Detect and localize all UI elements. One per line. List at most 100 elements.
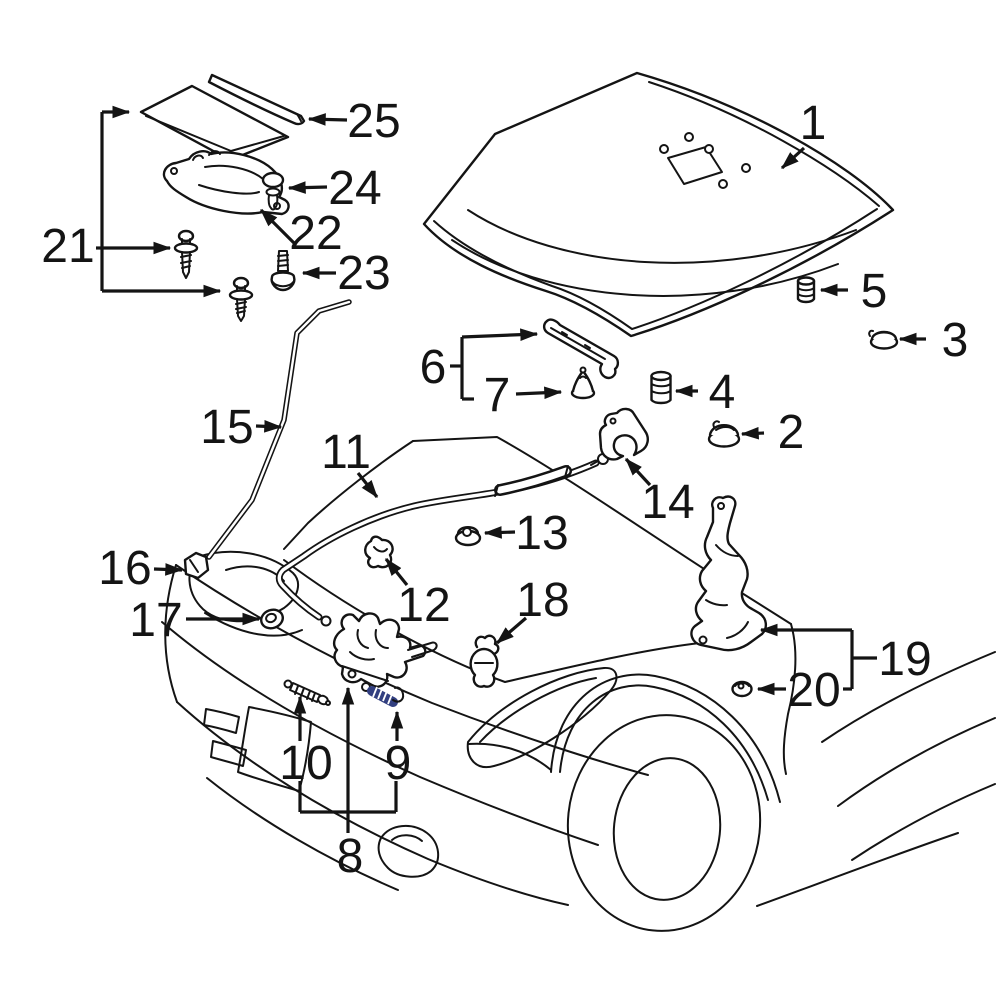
windshield-a-pillar-line — [412, 436, 792, 625]
callout-15-arrow — [255, 420, 283, 433]
rod-clamp-16 — [183, 551, 210, 580]
callout-1-number: 1 — [800, 97, 827, 150]
callout-18-clip: 18 — [495, 574, 570, 645]
retainer-screw-a — [173, 229, 199, 279]
callout-16-number: 16 — [98, 542, 151, 595]
callout-12-number: 12 — [397, 579, 450, 632]
wheel-arch-lip — [559, 684, 769, 801]
callout-13-arrow — [483, 526, 516, 539]
bumper-vent-slot-2 — [210, 740, 247, 767]
callout-15-number: 15 — [200, 401, 253, 454]
callout-12-cable-clip: 12 — [384, 557, 451, 632]
hinge-grommet-20 — [731, 680, 753, 698]
hood-bolt-hole-4 — [718, 179, 728, 189]
hood-bolt-hole-1 — [659, 144, 669, 154]
callout-15-support-rod: 15 — [200, 401, 283, 454]
callout-18-arrow — [495, 616, 528, 645]
callout-10-lock-screw: 10 — [279, 695, 333, 790]
lock-spring-9 — [361, 682, 405, 707]
callout-13-number: 13 — [515, 507, 568, 560]
wheel-arch-outer — [550, 673, 781, 803]
callout-6-arrow — [461, 328, 539, 341]
release-cable — [275, 453, 609, 627]
callout-6-front-molding: 6 — [420, 328, 539, 401]
hood-rear-edge-inner-line — [648, 81, 880, 207]
hood-opening-edge — [283, 559, 701, 683]
callout-3-number: 3 — [942, 314, 969, 367]
hood-vent-opening — [667, 146, 723, 185]
fog-lamp-inner-line — [391, 834, 423, 842]
callout-5-cushion: 5 — [819, 265, 887, 318]
callout-25-number: 25 — [347, 95, 400, 148]
side-body-line-3 — [851, 783, 996, 861]
left-fender-swoosh — [204, 612, 303, 637]
callout-17-number: 17 — [129, 594, 182, 647]
callout-8-hood-lock: 8 — [298, 686, 398, 883]
left-headlight — [188, 550, 300, 623]
cushion-4 — [650, 370, 672, 405]
front-molding-6 — [542, 318, 620, 380]
callout-21-number: 21 — [41, 220, 94, 273]
molding-clip-7 — [570, 366, 596, 400]
left-headlight-inner-line — [225, 565, 285, 582]
front-tire — [566, 714, 762, 932]
cable-hook-14 — [598, 407, 649, 461]
callout-20-number: 20 — [787, 664, 840, 717]
cable-end-ring — [320, 615, 332, 627]
callout-21-insulator-retainers: 21 — [41, 105, 222, 298]
callout-2-grommet: 2 — [740, 406, 804, 459]
clip-18 — [469, 634, 500, 688]
bumper-mid-line — [161, 621, 599, 846]
callout-13-cable-clip: 13 — [483, 507, 569, 560]
callout-24-number: 24 — [328, 162, 381, 215]
clip-24 — [261, 171, 285, 211]
rod-grommet-17 — [260, 608, 284, 630]
side-body-line-1 — [821, 651, 996, 743]
callout-22-number: 22 — [289, 207, 342, 260]
hood-panel — [422, 71, 895, 338]
hood-seal-strip — [207, 73, 306, 126]
hood-front-band-line — [433, 208, 878, 330]
hood-bolt-hole-2 — [684, 132, 694, 142]
callout-24-clip: 24 — [287, 162, 382, 215]
callout-10-number: 10 — [279, 737, 332, 790]
callout-14-arrow — [624, 457, 652, 487]
callout-17-rod-grommet: 17 — [129, 594, 261, 647]
callout-16-arrow — [153, 563, 184, 576]
callout-2-arrow — [740, 426, 765, 440]
front-wheel-rim — [612, 757, 722, 901]
door-edge-line — [782, 623, 797, 775]
callout-7-molding-clip: 7 — [484, 369, 563, 422]
right-headlight-inner-line — [479, 677, 597, 743]
bolt-23 — [270, 250, 296, 292]
cushion-5 — [796, 276, 816, 304]
windshield-left-edge — [283, 440, 414, 550]
callout-9-lock-spring: 9 — [385, 710, 411, 790]
callout-16-rod-clamp: 16 — [98, 542, 184, 595]
cable-clip-13 — [454, 526, 482, 547]
callout-3-grommet: 3 — [898, 314, 969, 367]
hood-support-bracket — [162, 150, 290, 216]
bumper-vent-slot-1 — [203, 708, 240, 734]
callout-6-number: 6 — [420, 341, 447, 394]
callout-23-number: 23 — [337, 247, 390, 300]
callout-8-number: 8 — [337, 830, 364, 883]
callout-1-hood-panel: 1 — [780, 97, 827, 170]
hood-bolt-hole-3 — [704, 144, 714, 154]
hood-insulator-pad — [139, 84, 290, 162]
callout-11-arrow — [356, 472, 379, 498]
hood-support-rod — [206, 299, 352, 560]
callout-19-hood-hinge: 19 — [759, 623, 932, 691]
hood-lock-assembly — [333, 612, 438, 688]
car-body-outline — [161, 436, 996, 932]
callout-19-number: 19 — [878, 633, 931, 686]
callout-23-bolt: 23 — [301, 247, 391, 300]
rocker-panel-line — [756, 832, 959, 907]
grommet-3 — [868, 329, 899, 350]
callout-11-release-cable: 11 — [321, 426, 379, 498]
callout-4-cushion: 4 — [674, 366, 735, 419]
bumper-lip-line — [206, 777, 399, 891]
callout-22-hood-support-bracket: 22 — [259, 207, 343, 260]
fascia-top-line — [175, 564, 649, 776]
